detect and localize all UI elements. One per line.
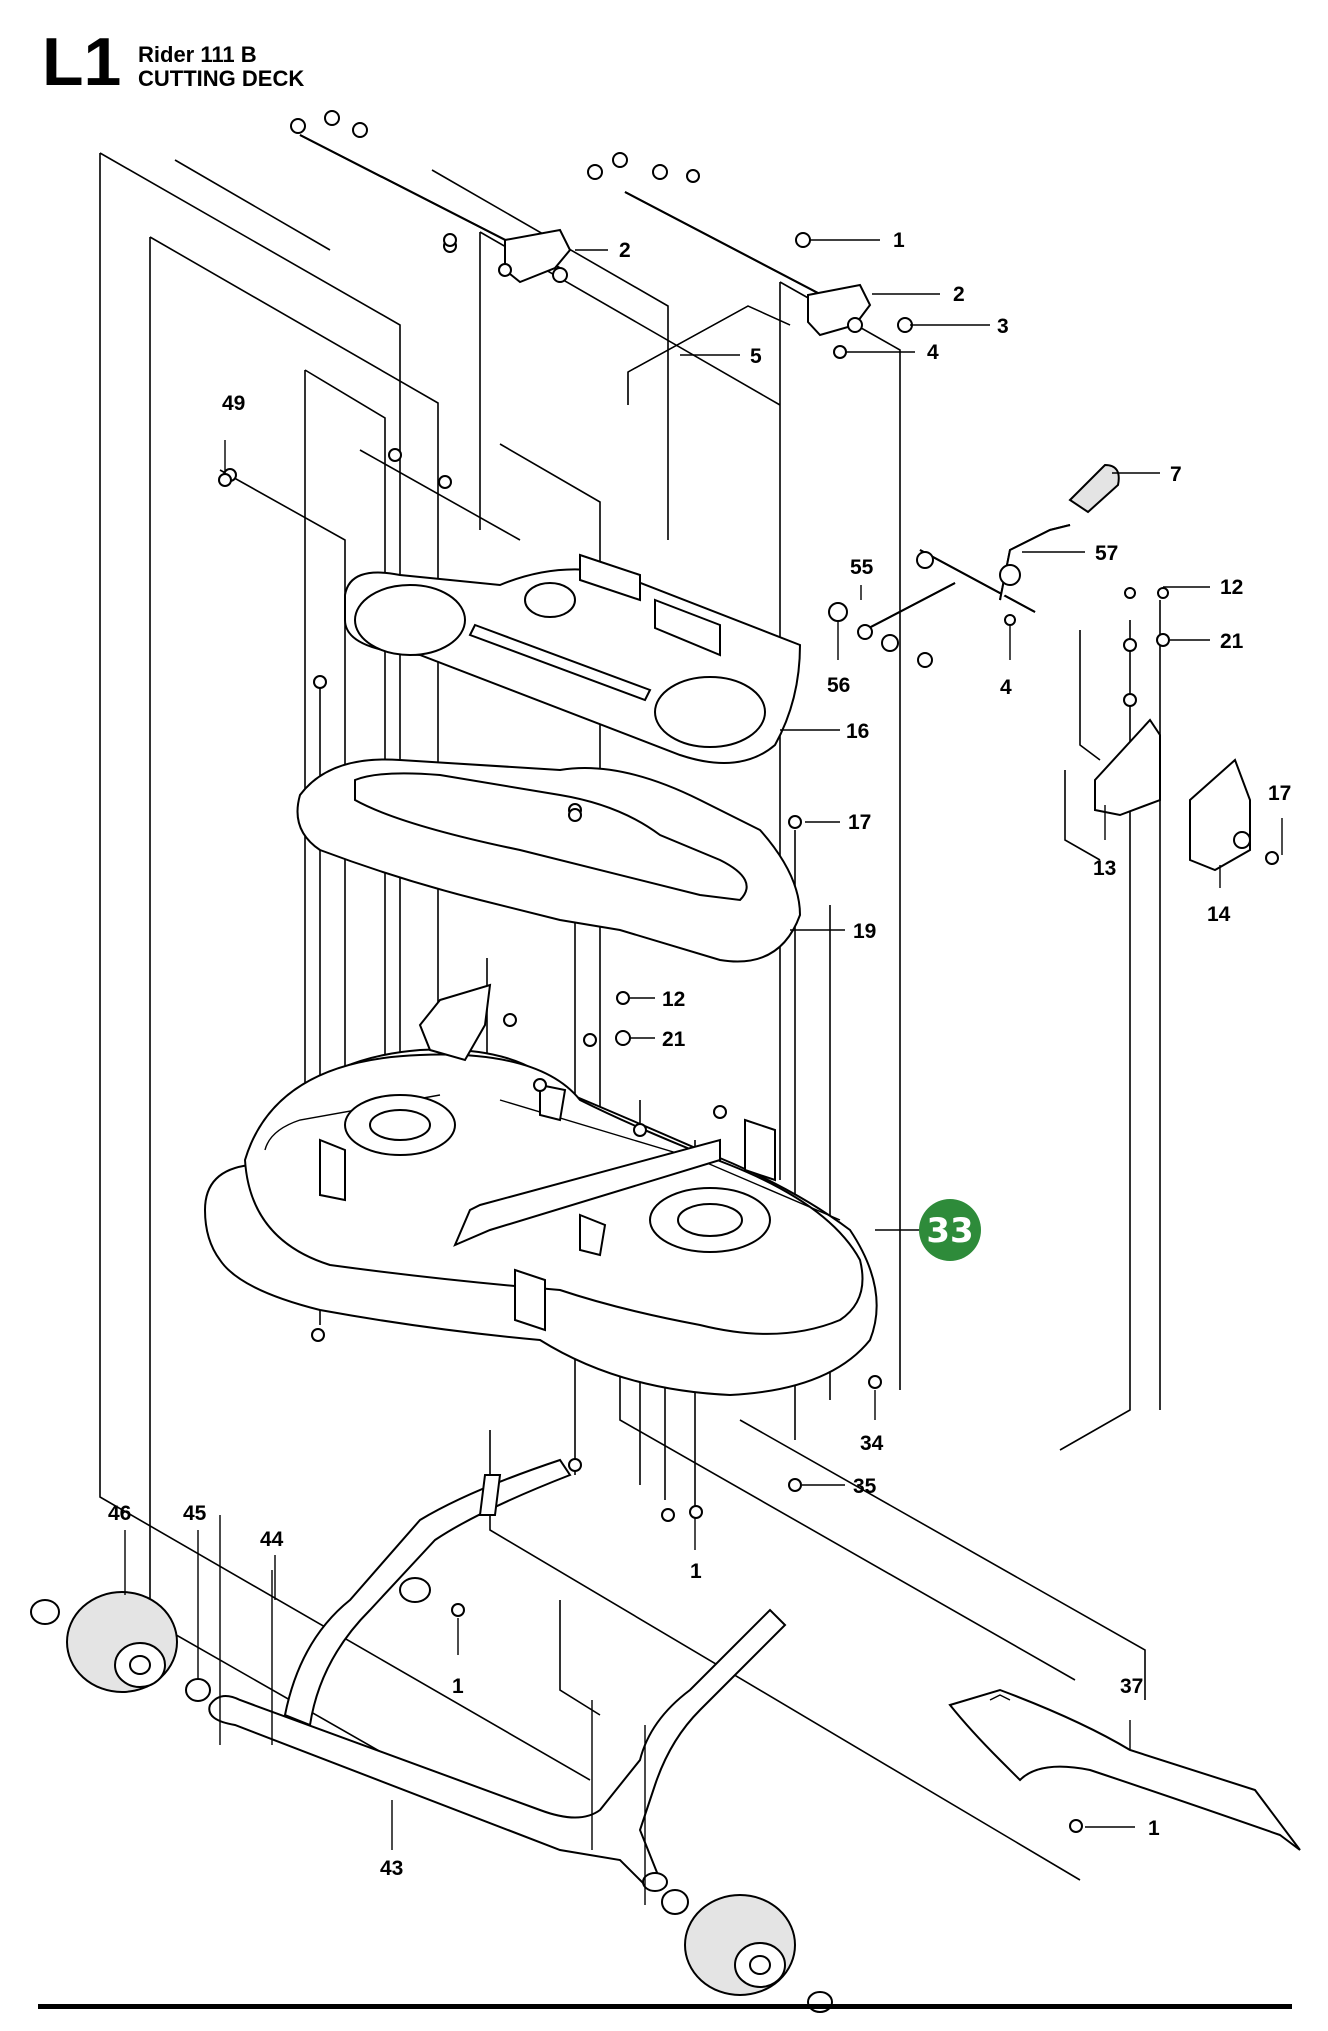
- height-indicator-bracket: [1189, 758, 1279, 872]
- part-label-17-a: 17: [848, 811, 871, 834]
- part-label-1-a: 1: [893, 229, 905, 252]
- part-label-16: 16: [846, 720, 869, 743]
- section-code: L1: [42, 24, 122, 100]
- part-label-34: 34: [860, 1432, 884, 1455]
- part-label-4-a: 4: [927, 341, 939, 364]
- part-label-55: 55: [850, 556, 874, 579]
- highlight-number: 33: [926, 1211, 973, 1251]
- model-name: Rider 111 B: [138, 42, 257, 67]
- part-label-12-a: 12: [1220, 576, 1243, 599]
- part-label-5: 5: [750, 345, 762, 368]
- section-title: CUTTING DECK: [138, 66, 305, 91]
- front-wheel-right: [591, 1700, 833, 2013]
- part-label-1-c: 1: [452, 1675, 464, 1698]
- part-label-1-b: 1: [690, 1560, 702, 1583]
- height-adjust-linkage-left: [290, 110, 572, 284]
- part-label-35: 35: [853, 1475, 877, 1498]
- part-label-43: 43: [380, 1857, 403, 1880]
- part-label-45: 45: [183, 1502, 207, 1525]
- part-label-12-b: 12: [662, 988, 685, 1011]
- part-label-14: 14: [1207, 903, 1231, 926]
- part-label-56: 56: [827, 674, 850, 697]
- discharge-deflector: [948, 1688, 1301, 1851]
- belt-cover: [344, 553, 802, 764]
- part-label-4-b: 4: [1000, 676, 1012, 699]
- page-header: L1 Rider 111 B CUTTING DECK: [0, 0, 1328, 100]
- leader-lines: [124, 239, 1283, 1850]
- belt-guard: [296, 758, 802, 963]
- deck-hardware: [218, 233, 1083, 1833]
- part-number-labels: 1 2 2 3 4 5 7 49 57 55 12 21 56 4 16 17 …: [108, 229, 1291, 1880]
- part-label-13: 13: [1093, 857, 1116, 880]
- height-adjuster-plate: [1094, 587, 1170, 817]
- part-label-46: 46: [108, 1502, 131, 1525]
- part-label-49: 49: [222, 392, 245, 415]
- part-label-37: 37: [1120, 1675, 1143, 1698]
- assembly-guide-lines: [99, 152, 1161, 1881]
- part-label-21-a: 21: [1220, 630, 1244, 653]
- highlight-callout: 33: [919, 1199, 981, 1261]
- footer-rule: [38, 2004, 1292, 2009]
- part-label-7: 7: [1170, 463, 1182, 486]
- part-label-1-d: 1: [1148, 1817, 1160, 1840]
- cutting-deck-housing: [203, 983, 878, 1397]
- front-wheel-left: [30, 1515, 273, 1745]
- front-axle-frame: [208, 1458, 787, 1892]
- part-label-19: 19: [853, 920, 876, 943]
- part-label-17-b: 17: [1268, 782, 1291, 805]
- highlight-badge: [919, 1199, 981, 1261]
- lift-rod: [627, 305, 791, 405]
- part-label-44: 44: [260, 1528, 284, 1551]
- part-label-21-b: 21: [662, 1028, 686, 1051]
- height-adjust-linkage-right: [587, 152, 913, 359]
- lift-lever-assembly: [828, 463, 1120, 668]
- part-label-2-b: 2: [953, 283, 965, 306]
- part-label-3: 3: [997, 315, 1009, 338]
- part-label-57: 57: [1095, 542, 1118, 565]
- part-label-2-a: 2: [619, 239, 631, 262]
